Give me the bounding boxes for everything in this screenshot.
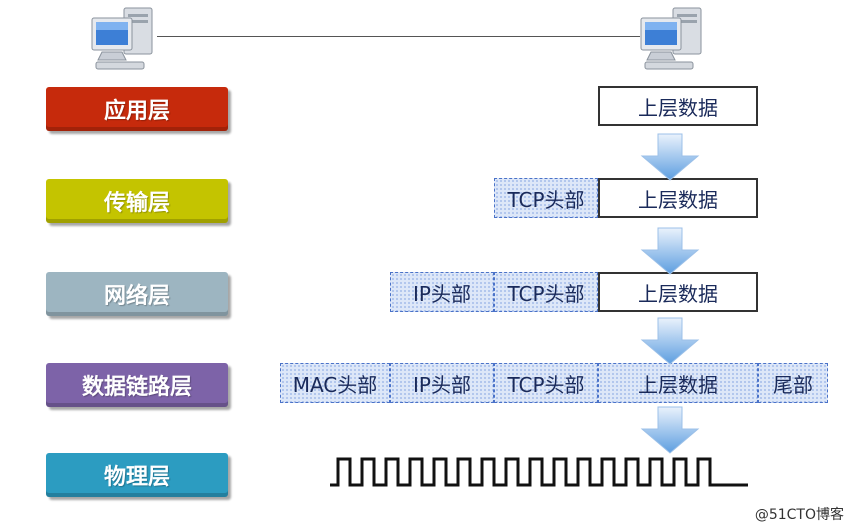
layer-network-label: 网络层 (103, 284, 170, 309)
network-tcp-header-box: TCP头部 (494, 272, 598, 312)
watermark: @51CTO博客 (754, 507, 844, 523)
layer-data-link-label: 数据链路层 (81, 375, 192, 400)
link-upper-data-box: 上层数据 (598, 363, 758, 403)
network-link-line (157, 36, 640, 37)
down-arrow-icon (640, 317, 700, 365)
down-arrow-icon (640, 133, 700, 181)
layer-physical: 物理层 (46, 453, 228, 497)
link-mac-header-box: MAC头部 (280, 363, 390, 403)
layer-physical-label: 物理层 (103, 465, 170, 490)
layer-application: 应用层 (46, 87, 228, 131)
network-ip-header-box: IP头部 (390, 272, 494, 312)
link-tcp-header-box: TCP头部 (494, 363, 598, 403)
network-upper-data-box: 上层数据 (598, 272, 758, 312)
link-ip-header-box: IP头部 (390, 363, 494, 403)
down-arrow-icon (640, 227, 700, 275)
transport-tcp-header-box: TCP头部 (494, 178, 598, 218)
layer-transport-label: 传输层 (103, 191, 170, 216)
link-trailer-box: 尾部 (758, 363, 828, 403)
computer-icon-right (640, 7, 702, 70)
computer-icon-left (91, 7, 153, 70)
layer-application-label: 应用层 (103, 99, 170, 124)
layer-network: 网络层 (46, 272, 228, 316)
square-wave-signal (330, 457, 748, 487)
app-upper-data-box: 上层数据 (598, 86, 758, 126)
layer-transport: 传输层 (46, 179, 228, 223)
layer-data-link: 数据链路层 (46, 363, 228, 407)
down-arrow-icon (640, 406, 700, 454)
transport-upper-data-box: 上层数据 (598, 178, 758, 218)
